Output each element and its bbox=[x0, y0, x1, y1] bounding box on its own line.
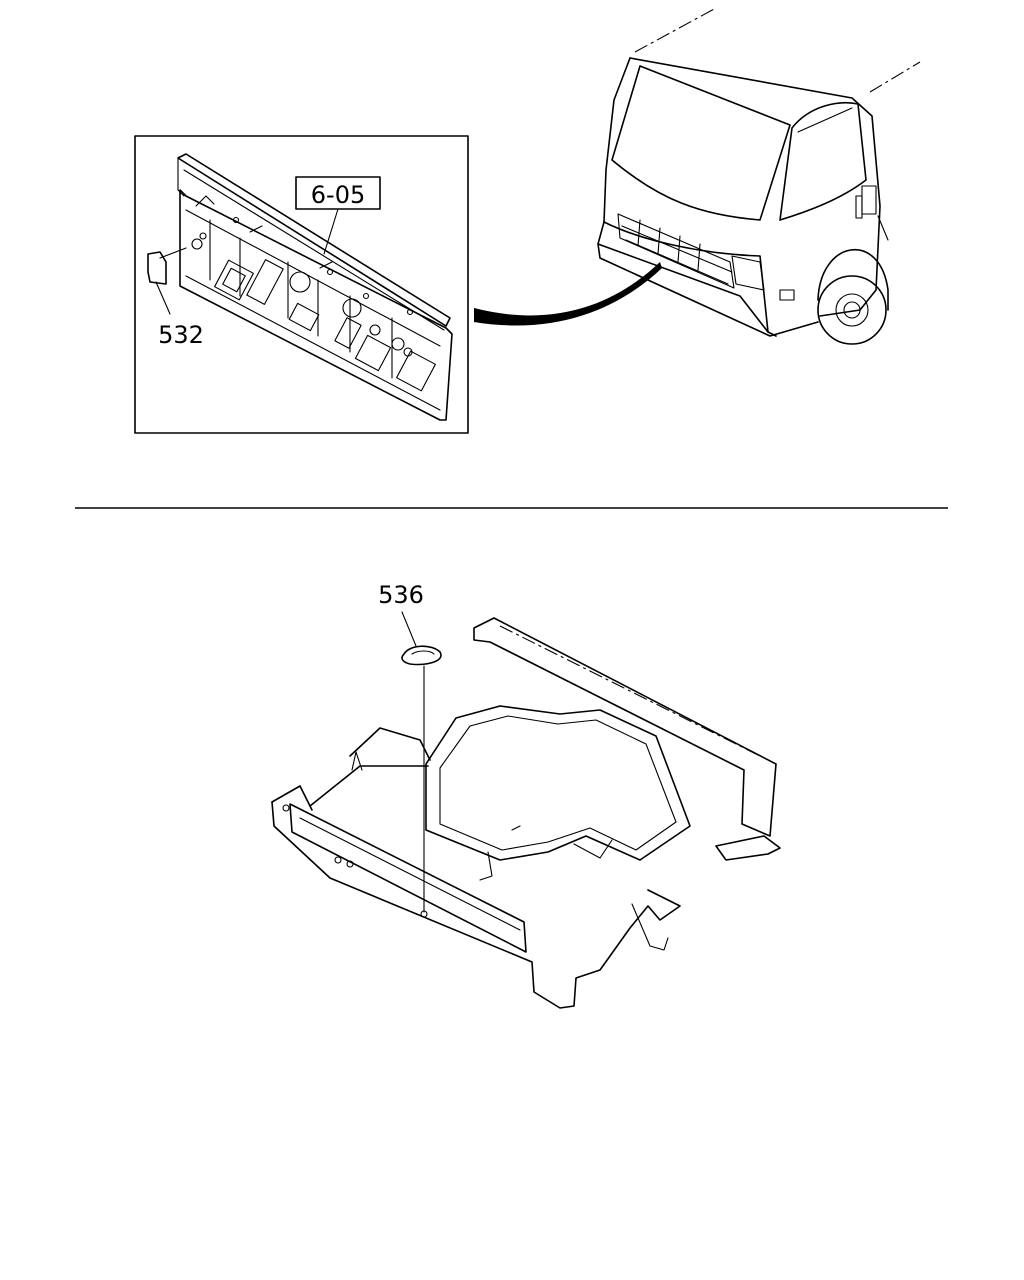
detail-pointer-arrow bbox=[474, 262, 662, 326]
part-536-grommet bbox=[401, 645, 442, 918]
callout-536: 536 bbox=[378, 581, 424, 647]
floor-panel-drawing bbox=[271, 617, 781, 1009]
callout-536-text: 536 bbox=[378, 581, 424, 609]
front-panel-drawing bbox=[177, 153, 453, 421]
callout-532-text: 532 bbox=[158, 321, 204, 349]
detail-frame bbox=[134, 135, 469, 434]
ref-label-6-05: 6-05 bbox=[295, 176, 381, 255]
ref-label-text: 6-05 bbox=[311, 181, 365, 209]
part-532-plate bbox=[147, 247, 187, 285]
callout-532: 532 bbox=[155, 281, 204, 349]
truck-cab-drawing bbox=[597, 7, 921, 345]
